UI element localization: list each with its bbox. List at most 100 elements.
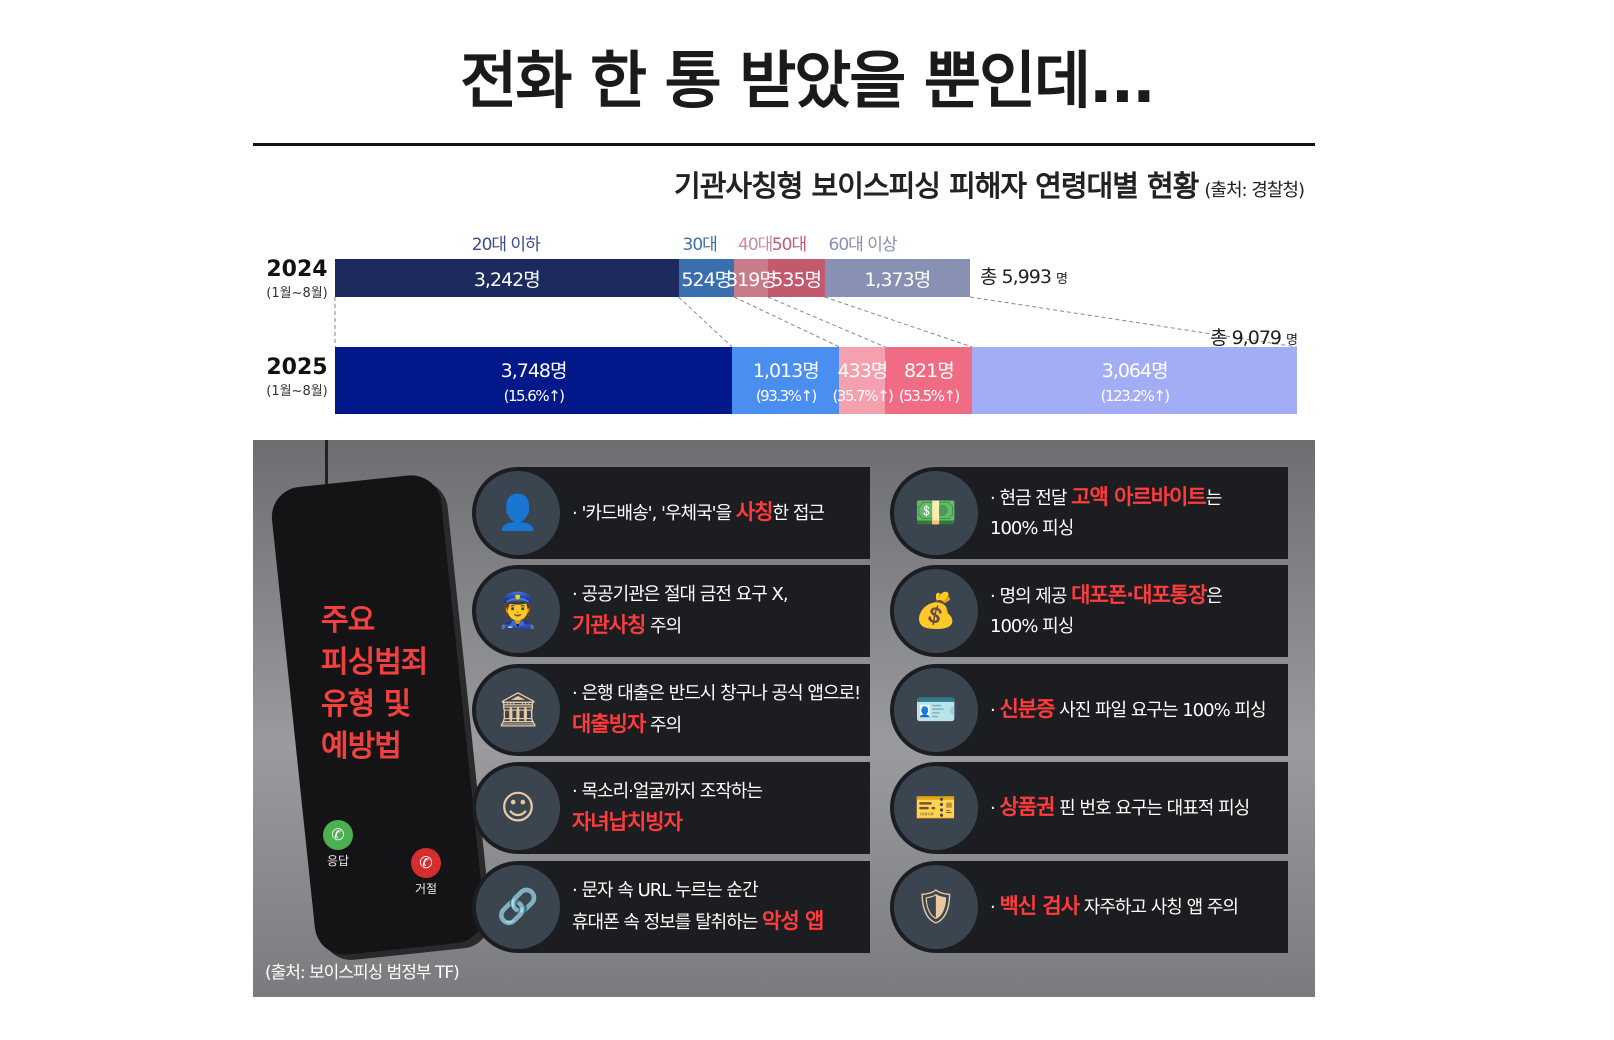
data-label: 433명 [837, 360, 889, 382]
data-label: 3,242명 [473, 268, 541, 291]
gift-voucher-icon: 🎫 [894, 766, 978, 850]
change-label: (15.6%↑) [503, 387, 565, 405]
tip-segment: 주의 [645, 616, 682, 637]
bar-segment: 1,373명 [824, 259, 970, 297]
fishing-line [325, 440, 328, 500]
bank-icon: 🏛 [476, 668, 560, 752]
tip-segment: · [990, 798, 1000, 819]
bar-segment: 3,064명(123.2%↑) [972, 347, 1297, 414]
data-label: 319명 [726, 268, 777, 291]
total-label: 총 9,079 명 [1210, 327, 1298, 349]
tip-line: 대출빙자 주의 [572, 709, 860, 741]
category-label: 50대 [771, 235, 807, 255]
period: (1월~8월) [266, 384, 328, 399]
change-label: (93.3%↑) [755, 387, 817, 405]
police-officer-icon: 👮 [476, 569, 560, 653]
phone-title-line: 유형 및 [321, 687, 411, 722]
phone-title-line: 주요 [321, 603, 375, 638]
tip-line: 기관사칭 주의 [572, 610, 788, 642]
bar-segment: 524명 [678, 259, 735, 297]
tip-segment: · 현금 전달 [990, 488, 1072, 509]
year-label: 2025 (1월~8월) [262, 355, 332, 399]
bar-segment: 3,748명 (15.6%↑) [335, 347, 733, 414]
change-label: (53.5%↑) [898, 387, 960, 405]
child-phone-icon: ☺ [476, 766, 560, 850]
data-label: 1,373명 [864, 268, 931, 291]
category-label: 40대 [738, 235, 773, 255]
tip-line: · 은행 대출은 반드시 창구나 공식 앱으로! [572, 679, 861, 709]
tip-text: · 공공기관은 절대 금전 요구 X, 기관사칭 주의 [572, 580, 789, 642]
tip-line: · 현금 전달 고액 아르바이트는 [990, 482, 1222, 514]
category-label: 20대 이하 [471, 235, 541, 255]
bar-segment: 821명 (53.5%↑) [885, 347, 973, 414]
tip-segment: 핀 번호 요구는 대표적 피싱 [1054, 798, 1250, 819]
bar-segment: 433명 (35.7%↑) [832, 347, 894, 414]
divider [253, 143, 1315, 146]
answer-label: 응답 [327, 854, 350, 868]
tip-segment: · 명의 제공 [990, 586, 1072, 607]
tip-text: · '카드배송', '우체국'을 사칭한 접근 [572, 497, 825, 529]
tip-line: · 상품권 핀 번호 요구는 대표적 피싱 [990, 792, 1250, 824]
tip-segment: · 목소리·얼굴까지 조작하는 [572, 781, 763, 802]
connector-line [824, 296, 973, 348]
chart-title: 기관사칭형 보이스피싱 피해자 연령대별 현황(출처: 경찰청) [674, 163, 1305, 205]
data-label: 821명 [903, 360, 955, 382]
tip-card: 💰 · 명의 제공 대포폰·대포통장은 100% 피싱 [890, 565, 1288, 657]
tip-card: 👤· '카드배송', '우체국'을 사칭한 접근 [472, 467, 870, 559]
phone-bankbook-icon: 💰 [894, 569, 978, 653]
bar-segment: 3,242명 [335, 259, 679, 297]
connector-line [969, 296, 1298, 348]
tip-line: · 공공기관은 절대 금전 요구 X, [572, 580, 789, 610]
tip-text: · 상품권 핀 번호 요구는 대표적 피싱 [990, 792, 1250, 824]
tip-segment: 은 [1206, 586, 1223, 607]
total-unit: 명 [1286, 333, 1298, 348]
tip-line: · 목소리·얼굴까지 조작하는 [572, 777, 763, 807]
highlight-text: 대출빙자 [572, 712, 646, 736]
data-label: 524명 [681, 268, 732, 291]
highlight-text: 상품권 [999, 795, 1055, 819]
url-link-icon: 🔗 [476, 865, 560, 949]
year: 2025 [266, 355, 328, 380]
highlight-text: 자녀납치빙자 [572, 810, 683, 834]
tip-segment: 100% 피싱 [990, 616, 1074, 637]
tip-segment: · 은행 대출은 반드시 창구나 공식 앱으로! [572, 683, 861, 704]
tip-line: 휴대폰 속 정보를 탈취하는 악성 앱 [572, 906, 824, 938]
connector-line [733, 296, 840, 348]
panel-source: (출처: 보이스피싱 범정부 TF) [265, 963, 460, 983]
chart-source: (출처: 경찰청) [1204, 180, 1305, 201]
total-label: 총 5,993 명 [980, 266, 1068, 288]
tip-segment: · 문자 속 URL 누르는 순간 [572, 880, 759, 901]
tip-line: 자녀납치빙자 [572, 807, 762, 839]
data-label: 3,748명 [500, 360, 568, 382]
tip-segment: 휴대폰 속 정보를 탈취하는 [572, 912, 763, 933]
tip-segment: · 공공기관은 절대 금전 요구 X, [572, 584, 789, 605]
decline-call-icon: ✆ [411, 848, 441, 878]
cash-bundle-icon: 💵 [894, 471, 978, 555]
connector-line [767, 296, 886, 348]
tip-card: 🎫 · 상품권 핀 번호 요구는 대표적 피싱 [890, 762, 1288, 854]
highlight-text: 신분증 [999, 697, 1055, 721]
total-unit: 명 [1055, 272, 1068, 287]
tip-segment: 주의 [645, 715, 682, 736]
tip-line: · 명의 제공 대포폰·대포통장은 [990, 580, 1223, 612]
shield-lock-icon: 🛡 [894, 865, 978, 949]
change-label: (35.7%↑) [832, 387, 893, 405]
chart-title-text: 기관사칭형 보이스피싱 피해자 연령대별 현황 [674, 169, 1199, 203]
tip-card: 🏛 · 은행 대출은 반드시 창구나 공식 앱으로! 대출빙자 주의 [472, 664, 870, 756]
tip-line: · '카드배송', '우체국'을 사칭한 접근 [572, 497, 825, 529]
bar-segment: 535명 [767, 259, 825, 297]
phone-title-line: 피싱범죄 [321, 645, 428, 680]
tip-segment: · '카드배송', '우체국'을 [572, 503, 736, 524]
page-title: 전화 한 통 받았을 뿐인데... [460, 44, 1155, 117]
tip-card: 👮 · 공공기관은 절대 금전 요구 X, 기관사칭 주의 [472, 565, 870, 657]
tip-segment: 한 접근 [772, 503, 825, 524]
tip-text: · 신분증 사진 파일 요구는 100% 피싱 [990, 694, 1267, 726]
tip-line: · 신분증 사진 파일 요구는 100% 피싱 [990, 694, 1267, 726]
data-label: 3,064명 [1101, 360, 1169, 382]
prevention-panel: 주요 피싱범죄 유형 및 예방법 ✆ 응답 ✆ 거절 (출처: 보이스피싱 범정… [253, 440, 1315, 997]
tip-card: 🪪· 신분증 사진 파일 요구는 100% 피싱 [890, 664, 1288, 756]
tip-line: 100% 피싱 [990, 612, 1222, 642]
